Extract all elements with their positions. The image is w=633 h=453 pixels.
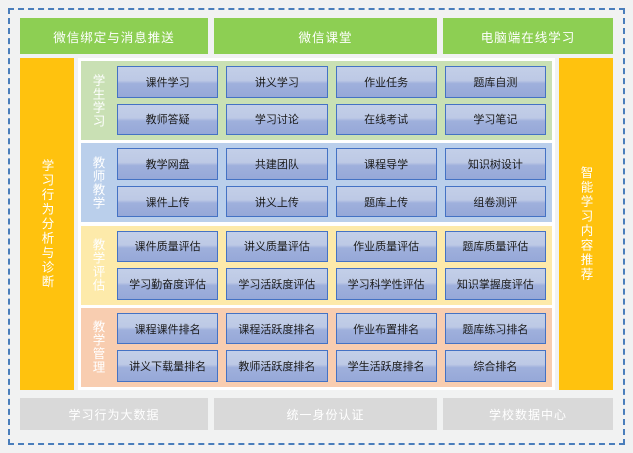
button-paper-assembly-assessment[interactable]: 组卷测评 (444, 185, 546, 218)
button-courseware-learning[interactable]: 课件学习 (117, 66, 219, 98)
button-comprehensive-ranking[interactable]: 综合排名 (444, 350, 546, 382)
top-channel-wechat-classroom[interactable]: 微信课堂 (214, 18, 437, 54)
button-lecture-notes-download-ranking[interactable]: 讲义下载量排名 (117, 350, 219, 382)
section-label-teaching-management: 教学管理 (90, 320, 106, 375)
button-learning-activity-evaluation[interactable]: 学习活跃度评估 (226, 268, 328, 300)
section-label-student-learning: 学生学习 (90, 73, 106, 128)
button-homework-quality-evaluation[interactable]: 作业质量评估 (335, 230, 437, 263)
section-button-grid-student-learning: 课件学习 讲义学习 作业任务 题库自测 教师答疑 学习讨论 在线考试 学习笔记 (113, 66, 546, 135)
button-learning-scientificity-evaluation[interactable]: 学习科学性评估 (335, 268, 437, 300)
button-lecture-notes-learning[interactable]: 讲义学习 (226, 66, 328, 98)
button-lecture-notes-quality-evaluation[interactable]: 讲义质量评估 (226, 230, 328, 263)
button-question-bank-upload[interactable]: 题库上传 (335, 185, 437, 218)
section-teaching-management: 教学管理 课程课件排名 课程活跃度排名 作业布置排名 题库练习排名 讲义下载量排… (81, 307, 552, 387)
bottom-layer-learning-behavior-big-data[interactable]: 学习行为大数据 (20, 398, 208, 430)
button-knowledge-mastery-evaluation[interactable]: 知识掌握度评估 (444, 268, 546, 300)
button-course-activity-ranking[interactable]: 课程活跃度排名 (226, 312, 328, 345)
section-teacher-teaching: 教师教学 教学网盘 共建团队 课程导学 知识树设计 课件上传 讲义上传 题库上传… (81, 143, 552, 223)
button-course-guidance[interactable]: 课程导学 (335, 148, 437, 180)
button-teacher-qa[interactable]: 教师答疑 (117, 103, 219, 135)
button-question-bank-quality-evaluation[interactable]: 题库质量评估 (444, 230, 546, 263)
button-question-bank-practice-ranking[interactable]: 题库练习排名 (444, 312, 546, 345)
top-channel-wechat-binding[interactable]: 微信绑定与消息推送 (20, 18, 208, 54)
button-courseware-upload[interactable]: 课件上传 (117, 185, 219, 218)
button-course-courseware-ranking[interactable]: 课程课件排名 (117, 312, 219, 345)
button-learning-diligence-evaluation[interactable]: 学习勤奋度评估 (117, 268, 219, 300)
button-courseware-quality-evaluation[interactable]: 课件质量评估 (117, 230, 219, 263)
button-lecture-notes-upload[interactable]: 讲义上传 (226, 185, 328, 218)
button-homework-assignment-ranking[interactable]: 作业布置排名 (335, 312, 437, 345)
button-teaching-cloud-disk[interactable]: 教学网盘 (117, 148, 219, 180)
section-student-learning: 学生学习 课件学习 讲义学习 作业任务 题库自测 教师答疑 学习讨论 在线考试 … (81, 61, 552, 140)
button-learning-discussion[interactable]: 学习讨论 (226, 103, 328, 135)
bottom-infrastructure-band: 学习行为大数据 统一身份认证 学校数据中心 (20, 398, 613, 430)
button-teacher-activity-ranking[interactable]: 教师活跃度排名 (226, 350, 328, 382)
button-question-bank-self-test[interactable]: 题库自测 (444, 66, 546, 98)
bottom-layer-unified-identity-authentication[interactable]: 统一身份认证 (214, 398, 437, 430)
section-teaching-evaluation: 教学评估 课件质量评估 讲义质量评估 作业质量评估 题库质量评估 学习勤奋度评估… (81, 225, 552, 305)
button-knowledge-tree-design[interactable]: 知识树设计 (444, 148, 546, 180)
button-learning-notes[interactable]: 学习笔记 (444, 103, 546, 135)
section-label-teaching-evaluation: 教学评估 (90, 238, 106, 293)
button-co-build-team[interactable]: 共建团队 (226, 148, 328, 180)
button-homework-task[interactable]: 作业任务 (335, 66, 437, 98)
section-button-grid-teaching-evaluation: 课件质量评估 讲义质量评估 作业质量评估 题库质量评估 学习勤奋度评估 学习活跃… (113, 230, 546, 300)
section-label-teacher-teaching: 教师教学 (90, 155, 106, 210)
button-online-exam[interactable]: 在线考试 (335, 103, 437, 135)
top-access-channel-band: 微信绑定与消息推送 微信课堂 电脑端在线学习 (20, 18, 613, 54)
top-channel-pc-online-learning[interactable]: 电脑端在线学习 (443, 18, 613, 54)
bottom-layer-school-data-center[interactable]: 学校数据中心 (443, 398, 613, 430)
core-function-panel: 学生学习 课件学习 讲义学习 作业任务 题库自测 教师答疑 学习讨论 在线考试 … (78, 58, 555, 390)
section-button-grid-teaching-management: 课程课件排名 课程活跃度排名 作业布置排名 题库练习排名 讲义下载量排名 教师活… (113, 312, 546, 382)
button-student-activity-ranking[interactable]: 学生活跃度排名 (335, 350, 437, 382)
section-button-grid-teacher-teaching: 教学网盘 共建团队 课程导学 知识树设计 课件上传 讲义上传 题库上传 组卷测评 (113, 148, 546, 218)
right-pillar-smart-content-recommendation[interactable]: 智能学习内容推荐 (559, 58, 613, 390)
left-pillar-learning-behavior-analysis[interactable]: 学习行为分析与诊断 (20, 58, 74, 390)
